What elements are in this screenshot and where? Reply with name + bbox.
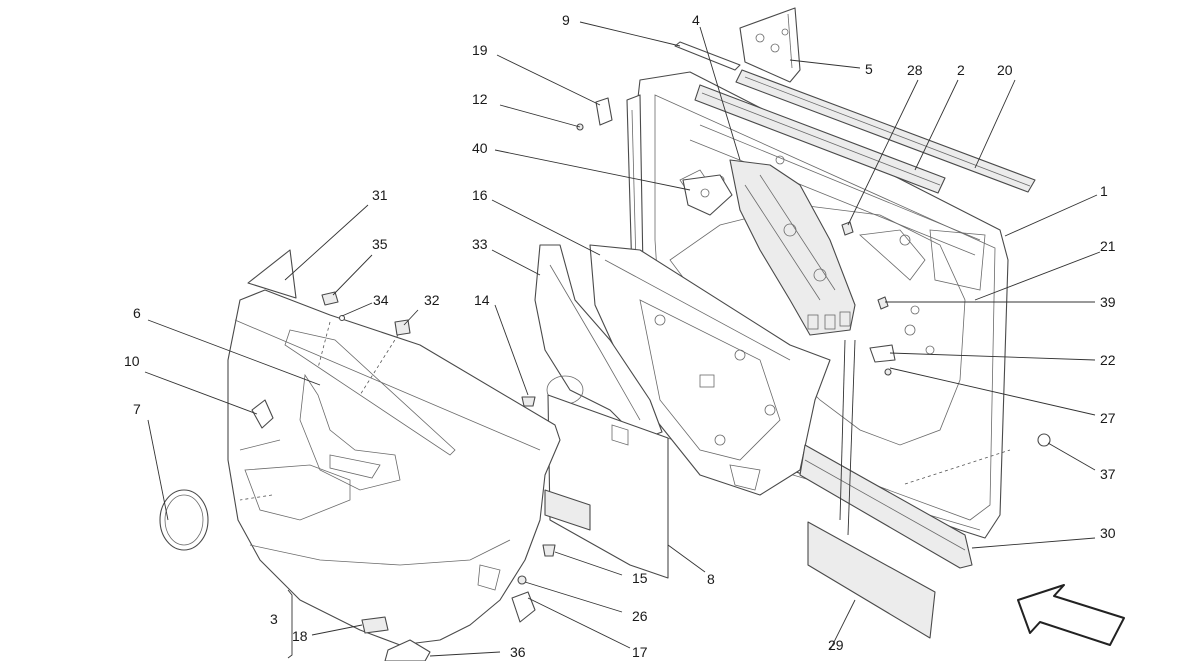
callout-40: 40 bbox=[472, 140, 488, 156]
bracket-36 bbox=[384, 639, 431, 661]
handle-bezel-10 bbox=[251, 399, 274, 429]
bracket-17 bbox=[511, 591, 536, 623]
mirror-cover bbox=[247, 249, 297, 299]
callout-27: 27 bbox=[1100, 410, 1116, 426]
callout-16: 16 bbox=[472, 187, 488, 203]
callout-6: 6 bbox=[133, 305, 141, 321]
door-trim-panel bbox=[227, 289, 561, 646]
callout-7: 7 bbox=[133, 401, 141, 417]
callout-37: 37 bbox=[1100, 466, 1116, 482]
callout-34: 34 bbox=[373, 292, 389, 308]
callout-21: 21 bbox=[1100, 238, 1116, 254]
screw-26 bbox=[517, 575, 527, 585]
callout-9: 9 bbox=[562, 12, 570, 28]
pin-39 bbox=[877, 296, 889, 310]
screw-27 bbox=[884, 368, 892, 376]
grommet-7 bbox=[159, 489, 209, 551]
front-pillar-trim bbox=[626, 94, 644, 276]
window-regulator bbox=[729, 159, 856, 336]
callout-35: 35 bbox=[372, 236, 388, 252]
clip-34 bbox=[338, 314, 346, 322]
callout-4: 4 bbox=[692, 12, 700, 28]
protective-film bbox=[807, 521, 936, 639]
callout-8: 8 bbox=[707, 571, 715, 587]
callout-39: 39 bbox=[1100, 294, 1116, 310]
leader-lines bbox=[144, 21, 1101, 659]
upper-strip bbox=[674, 41, 741, 71]
callout-10: 10 bbox=[124, 353, 140, 369]
pin-28 bbox=[841, 221, 854, 236]
callout-15: 15 bbox=[632, 570, 648, 586]
plug-37 bbox=[1037, 433, 1051, 447]
front-direction-arrow-icon bbox=[1017, 584, 1125, 646]
insulation-pad bbox=[544, 394, 669, 579]
fastener-14 bbox=[521, 396, 536, 407]
callout-14: 14 bbox=[474, 292, 490, 308]
belt-seal-outer bbox=[735, 69, 1036, 193]
callout-labels: 1 2 3 4 5 6 7 8 9 10 12 14 15 16 17 18 1… bbox=[124, 12, 1116, 660]
callout-29: 29 bbox=[828, 637, 844, 653]
callout-36: 36 bbox=[510, 644, 526, 660]
callout-28: 28 bbox=[907, 62, 923, 78]
callout-22: 22 bbox=[1100, 352, 1116, 368]
callout-3: 3 bbox=[270, 611, 278, 627]
clip-32 bbox=[394, 319, 411, 336]
callout-1: 1 bbox=[1100, 183, 1108, 199]
latch-22 bbox=[869, 344, 896, 363]
callout-19: 19 bbox=[472, 42, 488, 58]
mirror-bracket bbox=[739, 7, 801, 83]
callout-33: 33 bbox=[472, 236, 488, 252]
bracket-19 bbox=[595, 97, 613, 126]
sill-moulding bbox=[799, 444, 973, 569]
clip-35 bbox=[321, 291, 339, 306]
callout-2: 2 bbox=[957, 62, 965, 78]
belt-seal-inner bbox=[694, 84, 946, 194]
callout-26: 26 bbox=[632, 608, 648, 624]
bracket-18 bbox=[361, 616, 389, 634]
callout-20: 20 bbox=[997, 62, 1013, 78]
clip-15 bbox=[542, 544, 556, 557]
latch-bracket bbox=[682, 174, 733, 216]
callout-17: 17 bbox=[632, 644, 648, 660]
callout-31: 31 bbox=[372, 187, 388, 203]
callout-18: 18 bbox=[292, 628, 308, 644]
callout-32: 32 bbox=[424, 292, 440, 308]
callout-12: 12 bbox=[472, 91, 488, 107]
callout-30: 30 bbox=[1100, 525, 1116, 541]
callout-5: 5 bbox=[865, 61, 873, 77]
assembly-lines bbox=[239, 321, 1011, 536]
